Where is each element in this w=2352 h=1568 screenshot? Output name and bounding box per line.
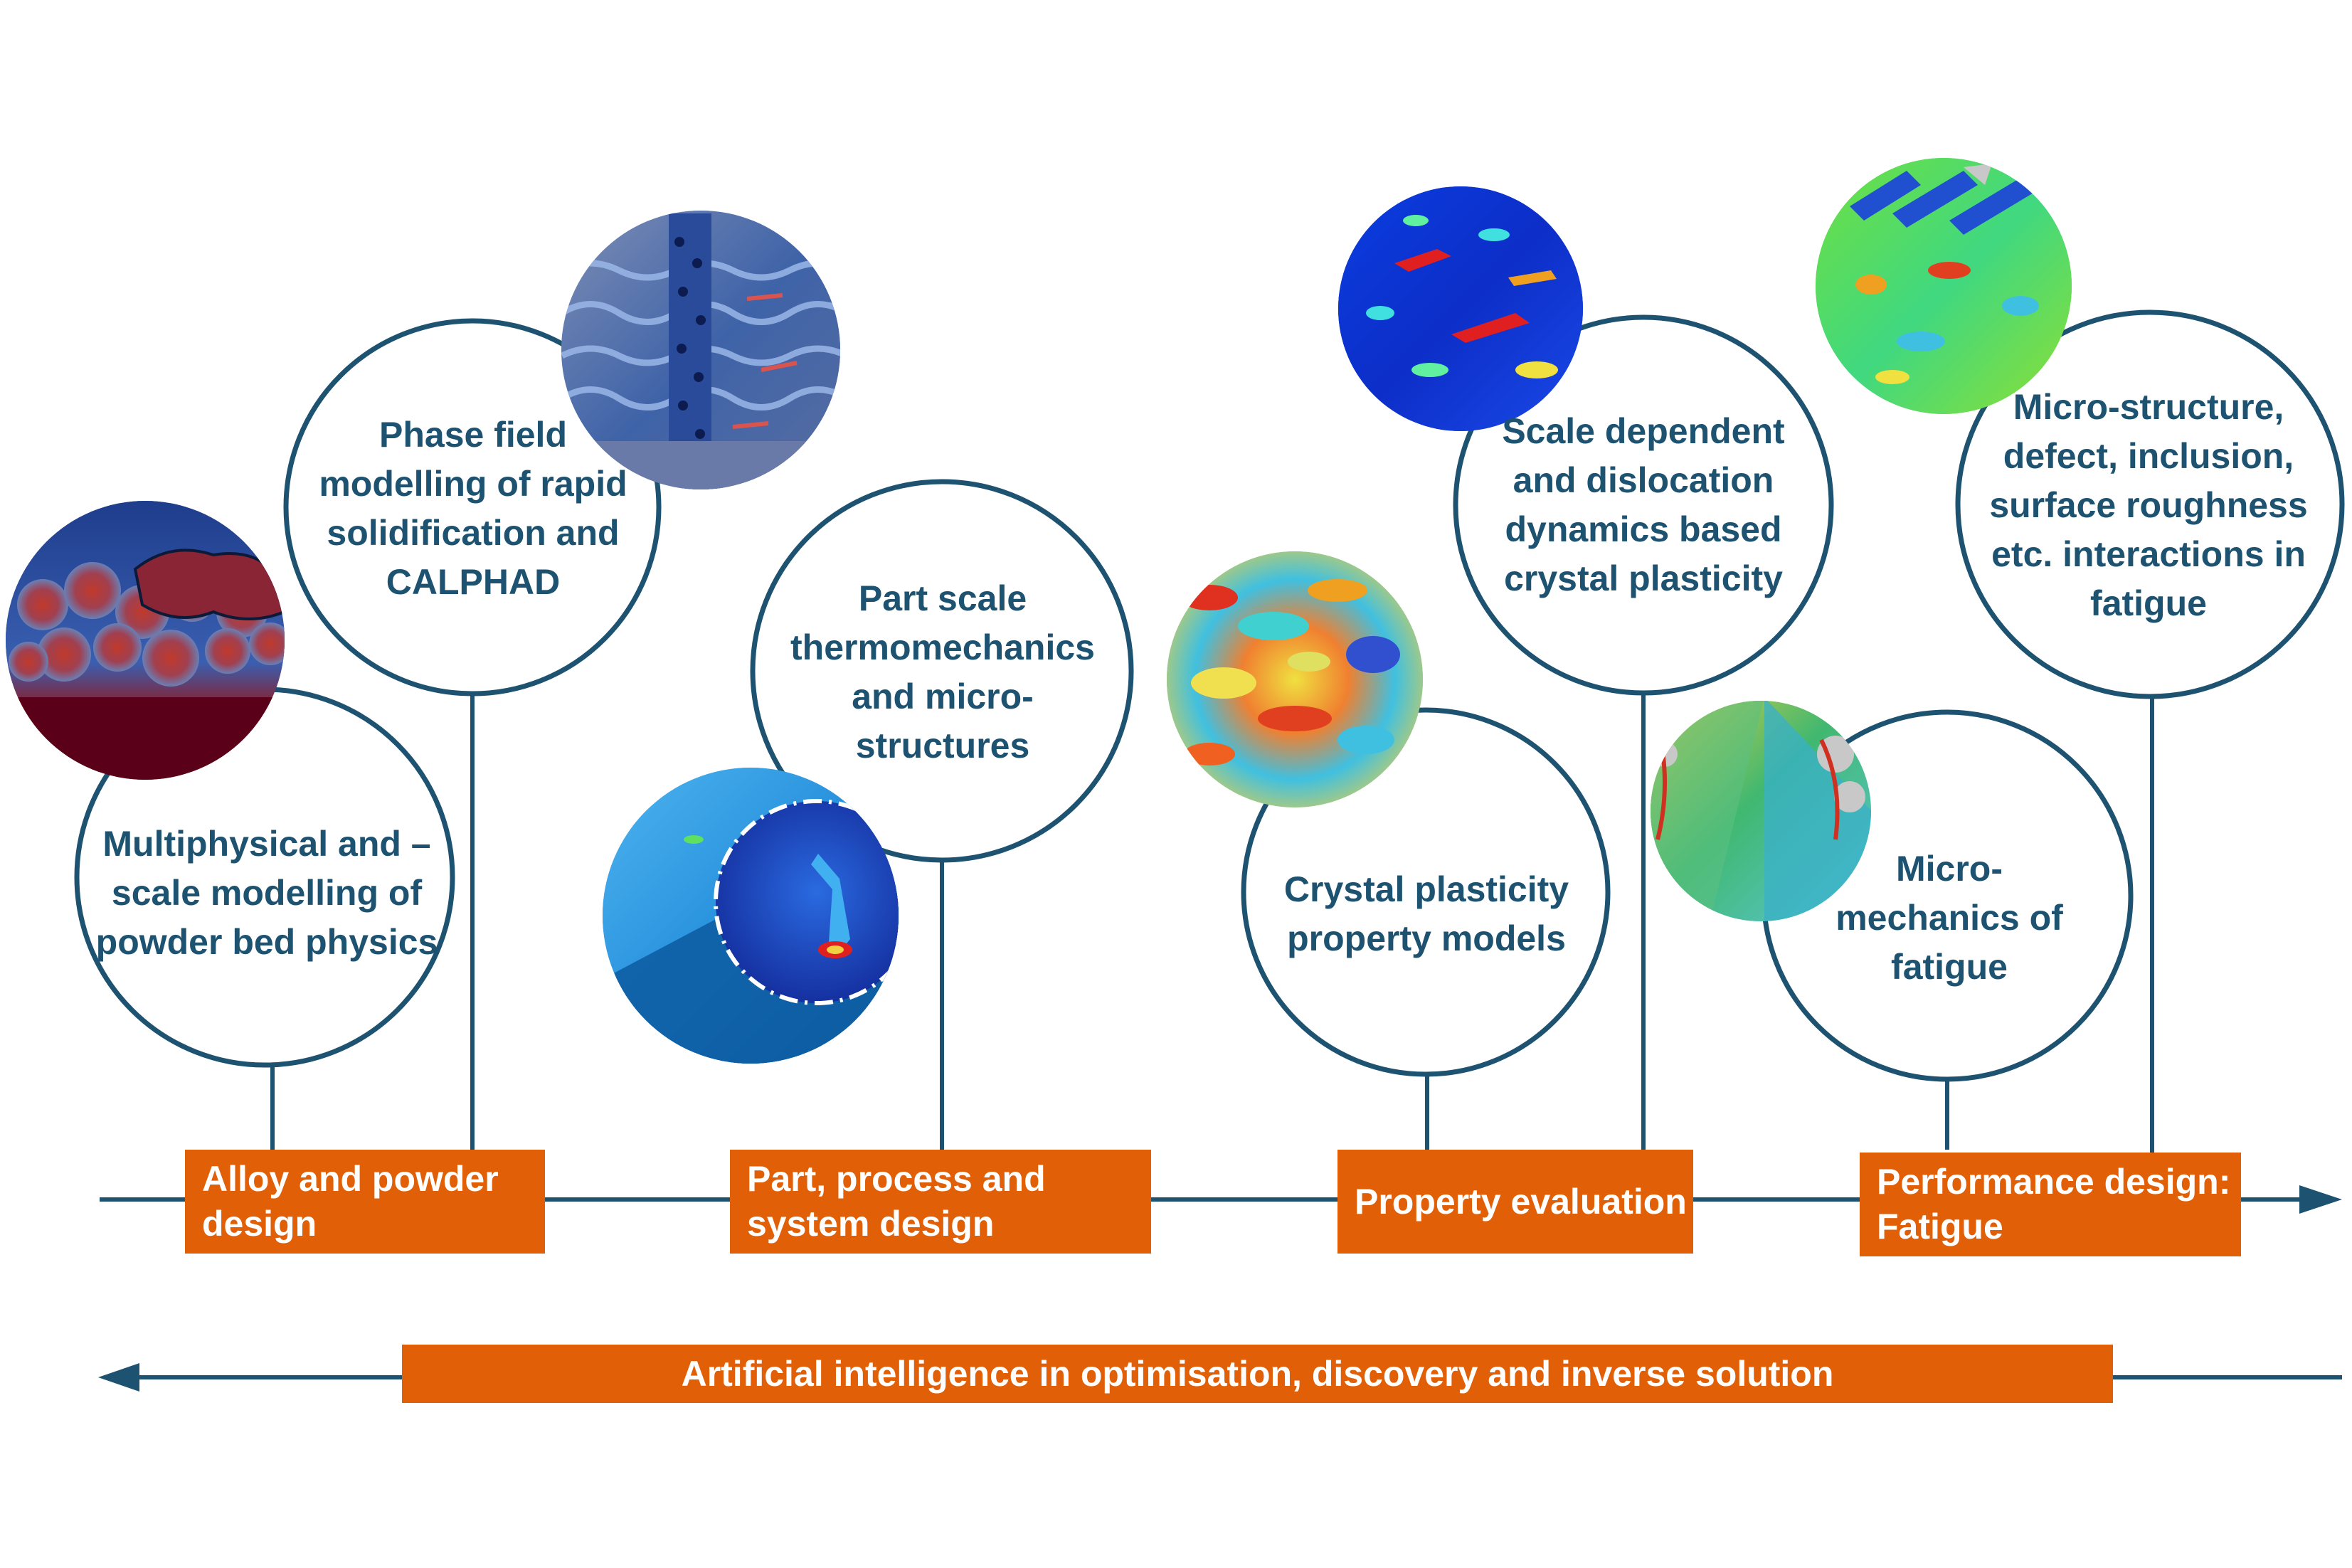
node-label-phase-field: Phase field modelling of rapid solidific…	[319, 415, 627, 602]
node-label-powder-bed: Multiphysical and – scale modelling of p…	[95, 823, 438, 962]
node-label-crystal-plasticity: Crystal plasticity property models	[1283, 869, 1569, 958]
stage-property-evaluation: Property evaluation	[1337, 1150, 1693, 1254]
ai-optimisation-bar: Artificial intelligence in optimisation,…	[402, 1345, 2113, 1403]
node-label-interactions: Micro-structure, defect, inclusion, surf…	[1989, 386, 2308, 623]
node-label-fatigue-mechanics: Micro-mechanics of fatigue	[1835, 848, 2063, 987]
node-circle-phase-field	[283, 318, 662, 696]
node-circle-part-scale	[750, 479, 1134, 863]
stage-performance-design: Performance design: Fatigue	[1860, 1153, 2241, 1256]
node-circle-interactions	[1955, 309, 2345, 699]
node-label-part-scale: Part scale thermomechanics and micro-str…	[790, 578, 1095, 766]
stage-part-process-design: Part, process and system design	[730, 1150, 1151, 1254]
stage-alloy-powder-design: Alloy and powder design	[185, 1150, 545, 1254]
node-circle-dislocation	[1453, 314, 1834, 696]
node-label-dislocation: Scale dependent and dislocation dynamics…	[1502, 411, 1785, 598]
